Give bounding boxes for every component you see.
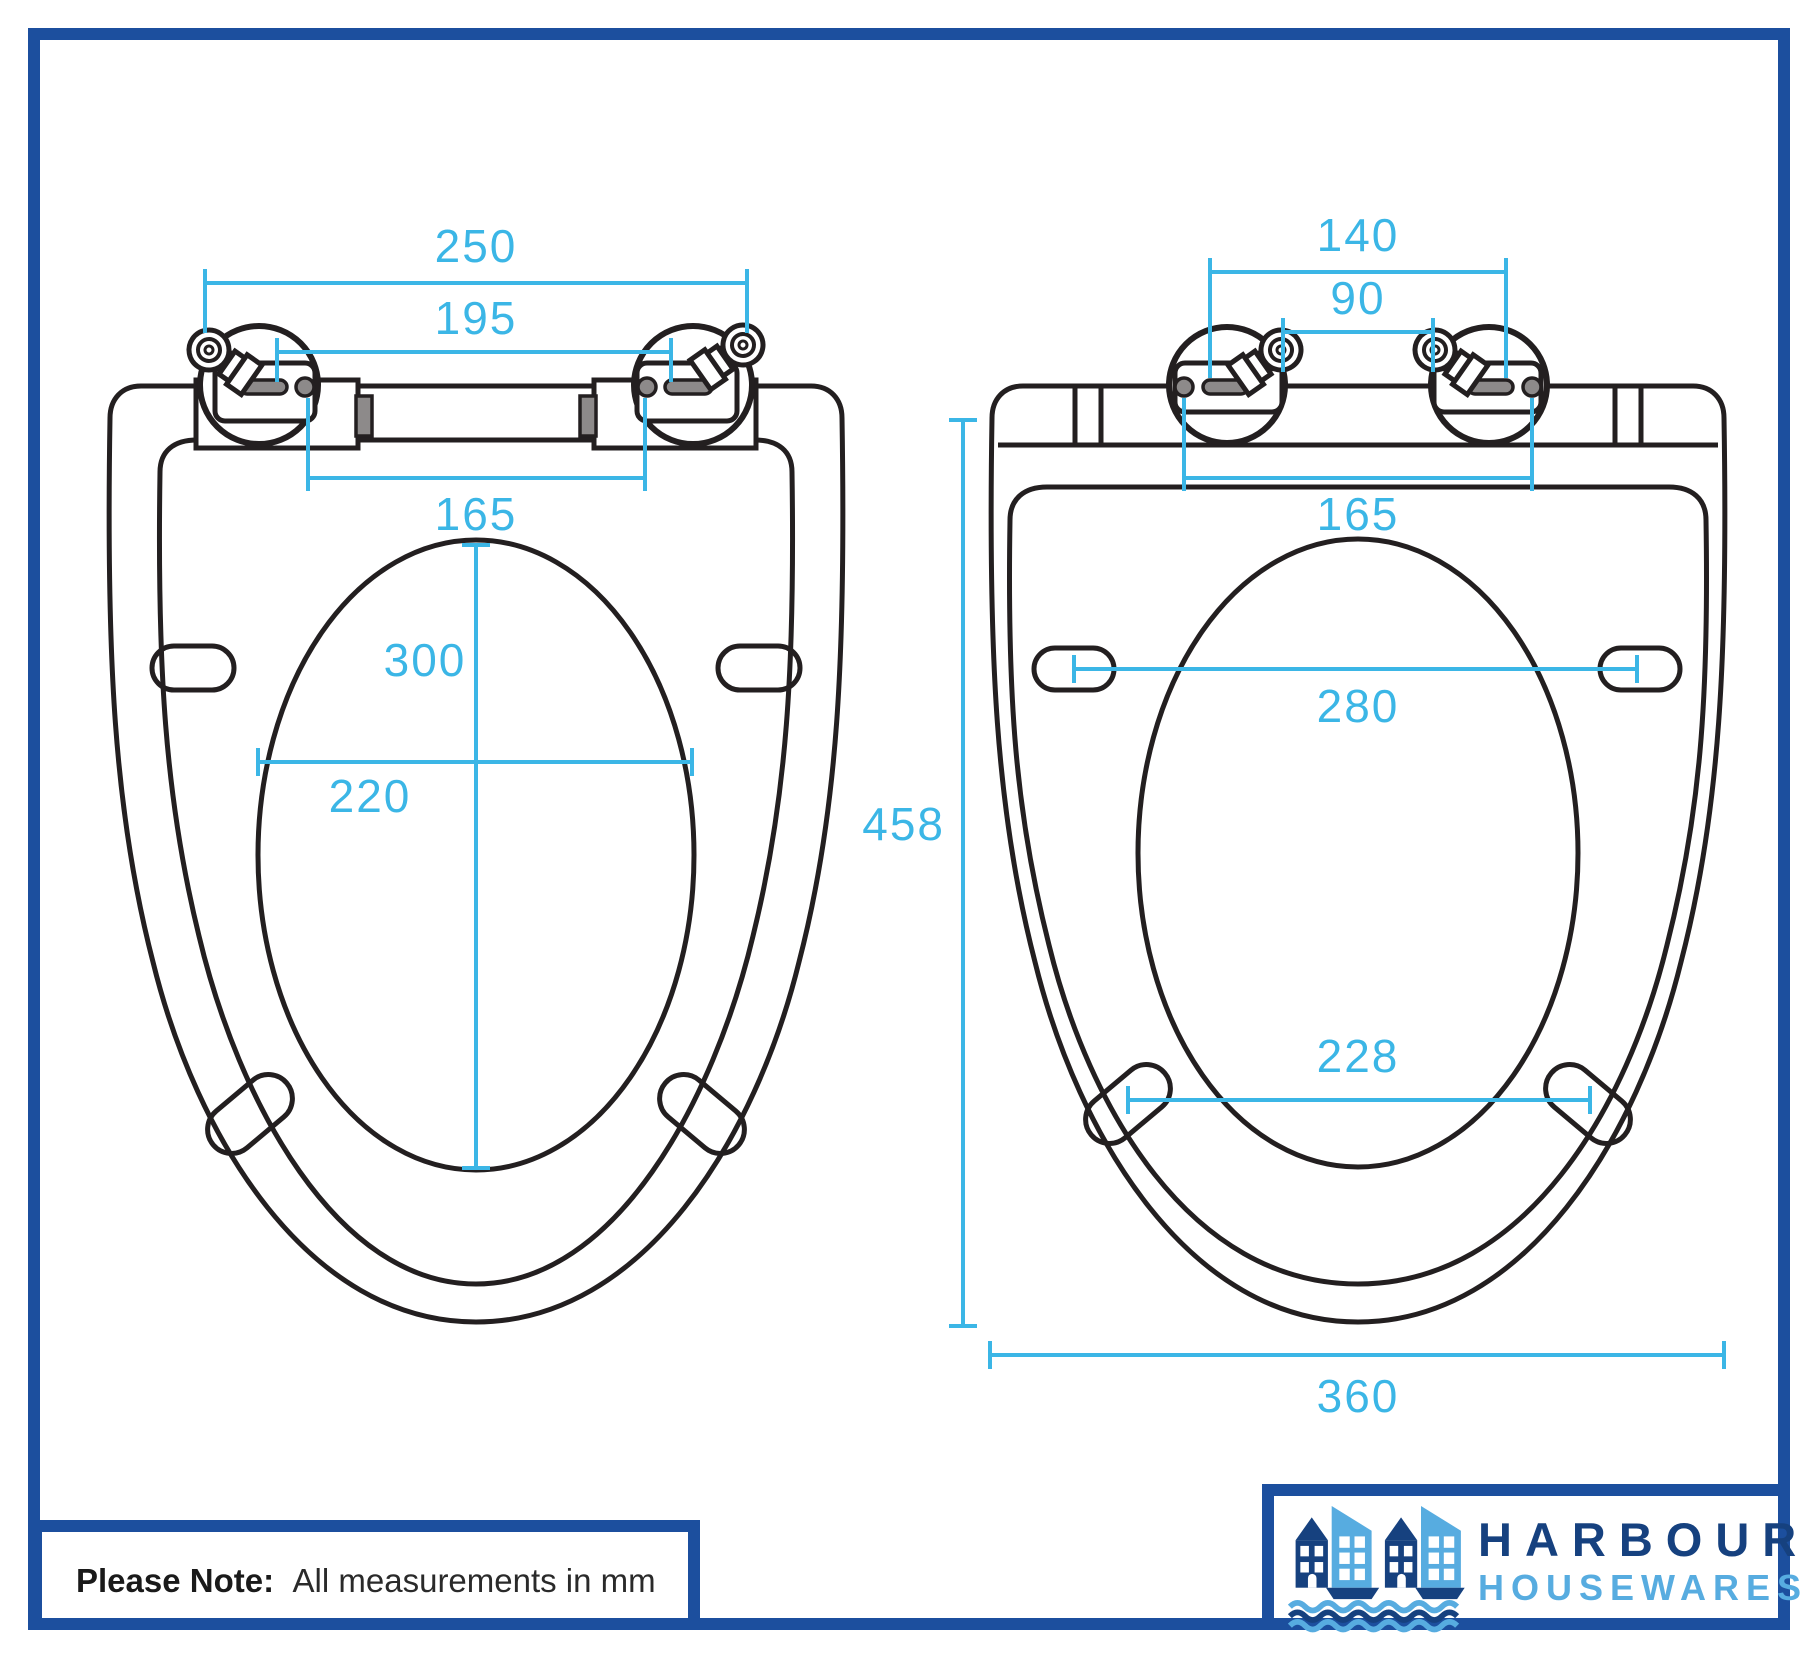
dim-300-label: 300 xyxy=(384,634,467,686)
dim-458-label: 458 xyxy=(862,798,945,850)
dim-280-label: 280 xyxy=(1317,680,1400,732)
seat-top-view-right: 140 90 165 280 228 458 360 xyxy=(862,209,1728,1422)
hinge-pin xyxy=(636,376,658,398)
wave-icon xyxy=(1287,1609,1460,1623)
fixing-hole-upper-right xyxy=(715,643,803,693)
sail-shape-icon xyxy=(1331,1506,1372,1588)
seat-outline xyxy=(988,383,1728,1325)
hinge-left xyxy=(181,322,374,451)
dim-140-label: 140 xyxy=(1317,209,1400,261)
dim-165-label: 165 xyxy=(1317,488,1400,540)
note-body: All measurements in mm xyxy=(293,1562,656,1599)
boat-hull-icon xyxy=(1415,1587,1465,1600)
fixing-hole-lower-right xyxy=(1543,1062,1633,1146)
wave-icon xyxy=(1287,1600,1460,1614)
logo-box: HARBOUR HOUSEWARES xyxy=(1262,1484,1809,1633)
fixing-hole-upper-left xyxy=(149,643,237,693)
seat-top-view-left: 250 195 165 300 220 xyxy=(106,220,846,1325)
fixing-hole-lower-left xyxy=(1083,1062,1173,1146)
hinge-right xyxy=(578,317,771,451)
hinge-right xyxy=(1407,322,1550,446)
boat-hull-icon xyxy=(1326,1587,1380,1600)
dim-228-label: 228 xyxy=(1317,1030,1400,1082)
bowl-opening xyxy=(1135,536,1581,1170)
wave-icon xyxy=(1287,1619,1460,1633)
dim-220-label: 220 xyxy=(329,770,412,822)
note-box: Please Note: All measurements in mm xyxy=(30,1520,700,1630)
hinge-tab xyxy=(354,394,374,438)
note-prefix: Please Note: xyxy=(76,1562,274,1599)
dim-360-label: 360 xyxy=(1317,1370,1400,1422)
logo-wordmark-bottom: HOUSEWARES xyxy=(1478,1567,1808,1608)
page-border xyxy=(28,28,1790,1630)
seat-inner-outline xyxy=(1006,484,1710,1287)
sail-shape-icon xyxy=(1421,1506,1461,1588)
dim-90-label: 90 xyxy=(1330,272,1385,324)
dimensions-left: 250 195 165 300 220 xyxy=(203,220,749,1170)
dim-195-label: 195 xyxy=(435,292,518,344)
dim-250-label: 250 xyxy=(435,220,518,272)
hinge-pin xyxy=(1521,376,1543,398)
seat-inner-outline xyxy=(156,437,796,1287)
house-icon xyxy=(1295,1517,1328,1588)
logo-wordmark-top: HARBOUR xyxy=(1478,1513,1809,1566)
fixing-hole-lower-right xyxy=(657,1072,747,1156)
fixing-hole-lower-left xyxy=(205,1072,295,1156)
house-icon xyxy=(1384,1517,1418,1588)
dimensions-right: 140 90 165 280 228 458 360 xyxy=(862,209,1726,1422)
hinge-left xyxy=(1166,322,1309,446)
note-text: Please Note: All measurements in mm xyxy=(76,1562,656,1599)
hinge-pin xyxy=(1173,376,1195,398)
hinge-pin xyxy=(294,376,316,398)
hinge-tab xyxy=(578,394,598,438)
note-box-frame xyxy=(30,1520,700,1630)
harbour-housewares-icon xyxy=(1287,1506,1465,1633)
dim-165-label: 165 xyxy=(435,488,518,540)
